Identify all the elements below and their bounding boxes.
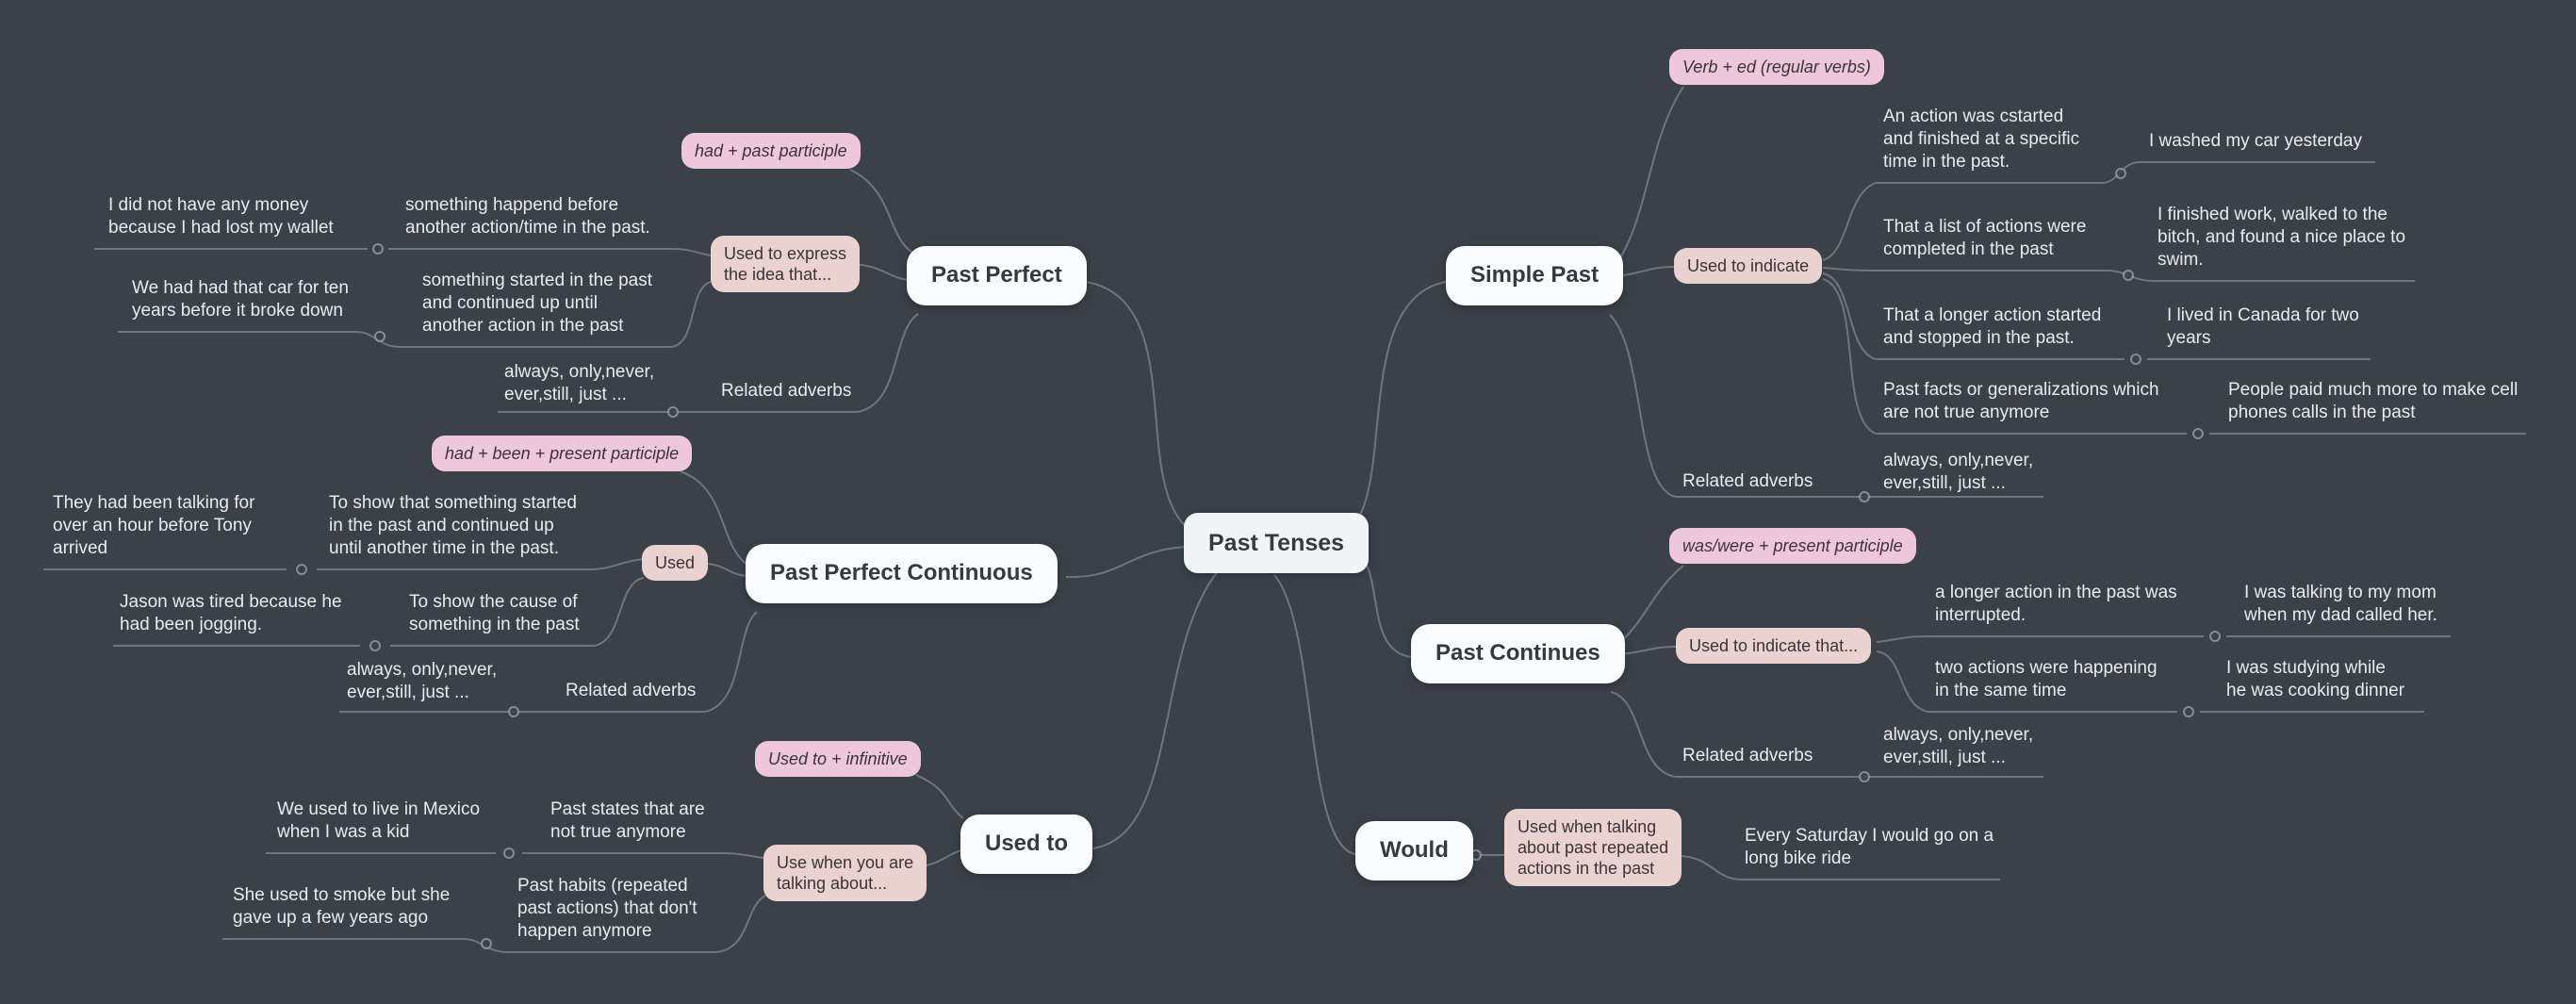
topic-used-to[interactable]: Used to	[960, 815, 1093, 874]
topic-past-continues-adverbs-label[interactable]: Related adverbs	[1682, 746, 1813, 765]
topic-past-continues-example1[interactable]: I was talking to my mom when my dad call…	[2244, 583, 2437, 625]
topic-past-perfect-point2[interactable]: something started in the past and contin…	[422, 271, 652, 336]
topic-simple-past-example4[interactable]: People paid much more to make cell phone…	[2228, 380, 2519, 422]
badge-past-perfect-continuous-usage[interactable]: Used	[642, 545, 709, 581]
topic-used-to-point1[interactable]: Past states that are not true anymore	[550, 799, 705, 842]
topic-past-perfect[interactable]: Past Perfect	[907, 246, 1087, 305]
topic-past-perfect-example1[interactable]: I did not have any money because I had l…	[108, 195, 334, 238]
badge-would-usage[interactable]: Used when talking about past repeated ac…	[1504, 809, 1682, 886]
topic-used-to-example2[interactable]: She used to smoke but she gave up a few …	[233, 885, 451, 928]
topic-simple-past-point2[interactable]: That a list of actions were completed in…	[1883, 217, 2087, 259]
topic-past-perfect-point1[interactable]: something happend before another action/…	[405, 195, 650, 238]
topic-would[interactable]: Would	[1355, 821, 1473, 881]
topic-simple-past-point1[interactable]: An action was cstarted and finished at a…	[1883, 107, 2080, 172]
topic-past-perfect-continuous-example2[interactable]: Jason was tired because he had been jogg…	[120, 592, 342, 634]
central-topic-past-tenses[interactable]: Past Tenses	[1184, 513, 1370, 573]
topic-past-continues-adverbs[interactable]: always, only,never, ever,still, just ...	[1883, 725, 2034, 767]
topic-past-perfect-continuous-adverbs-label[interactable]: Related adverbs	[566, 681, 697, 700]
topic-simple-past-point4[interactable]: Past facts or generalizations which are …	[1883, 380, 2159, 422]
topic-past-continues-point1[interactable]: a longer action in the past was interrup…	[1935, 583, 2177, 625]
topic-past-perfect-continuous-point1[interactable]: To show that something started in the pa…	[329, 493, 577, 558]
topic-past-perfect-continuous-adverbs[interactable]: always, only,never, ever,still, just ...	[347, 660, 498, 702]
badge-used-to-formula[interactable]: Used to + infinitive	[755, 741, 921, 777]
badge-past-perfect-continuous-formula[interactable]: had + been + present participle	[432, 436, 693, 471]
topic-past-continues[interactable]: Past Continues	[1411, 624, 1625, 683]
topic-past-perfect-adverbs-label[interactable]: Related adverbs	[721, 381, 852, 401]
topic-past-perfect-continuous-point2[interactable]: To show the cause of something in the pa…	[409, 592, 580, 634]
topic-past-perfect-adverbs[interactable]: always, only,never, ever,still, just ...	[504, 362, 655, 404]
topic-simple-past-example3[interactable]: I lived in Canada for two years	[2167, 305, 2359, 348]
badge-past-continues-usage[interactable]: Used to indicate that...	[1676, 628, 1872, 664]
topic-used-to-example1[interactable]: We used to live in Mexico when I was a k…	[277, 799, 481, 842]
topic-simple-past[interactable]: Simple Past	[1446, 246, 1624, 305]
badge-simple-past-formula[interactable]: Verb + ed (regular verbs)	[1669, 49, 1884, 85]
badge-past-continues-formula[interactable]: was/were + present participle	[1669, 528, 1916, 564]
badge-past-perfect-formula[interactable]: had + past participle	[681, 133, 861, 169]
badge-simple-past-usage[interactable]: Used to indicate	[1674, 248, 1823, 284]
topic-past-perfect-continuous-example1[interactable]: They had been talking for over an hour b…	[53, 493, 255, 558]
topic-past-perfect-continuous[interactable]: Past Perfect Continuous	[746, 544, 1058, 603]
topic-simple-past-adverbs-label[interactable]: Related adverbs	[1682, 471, 1813, 491]
topic-past-continues-example2[interactable]: I was studying while he was cooking dinn…	[2226, 658, 2405, 700]
topic-simple-past-point3[interactable]: That a longer action started and stopped…	[1883, 305, 2102, 348]
topic-past-perfect-example2[interactable]: We had had that car for ten years before…	[132, 278, 349, 321]
topic-simple-past-adverbs[interactable]: always, only,never, ever,still, just ...	[1883, 451, 2034, 493]
topic-would-example1[interactable]: Every Saturday I would go on a long bike…	[1745, 826, 1994, 868]
topic-past-continues-point2[interactable]: two actions were happening in the same t…	[1935, 658, 2158, 700]
badge-used-to-usage[interactable]: Use when you are talking about...	[763, 845, 927, 901]
topic-used-to-point2[interactable]: Past habits (repeated past actions) that…	[517, 876, 697, 941]
topic-simple-past-example2[interactable]: I finished work, walked to the bitch, an…	[2158, 205, 2406, 270]
topic-simple-past-example1[interactable]: I washed my car yesterday	[2149, 131, 2362, 151]
badge-past-perfect-usage[interactable]: Used to express the idea that...	[711, 236, 861, 292]
